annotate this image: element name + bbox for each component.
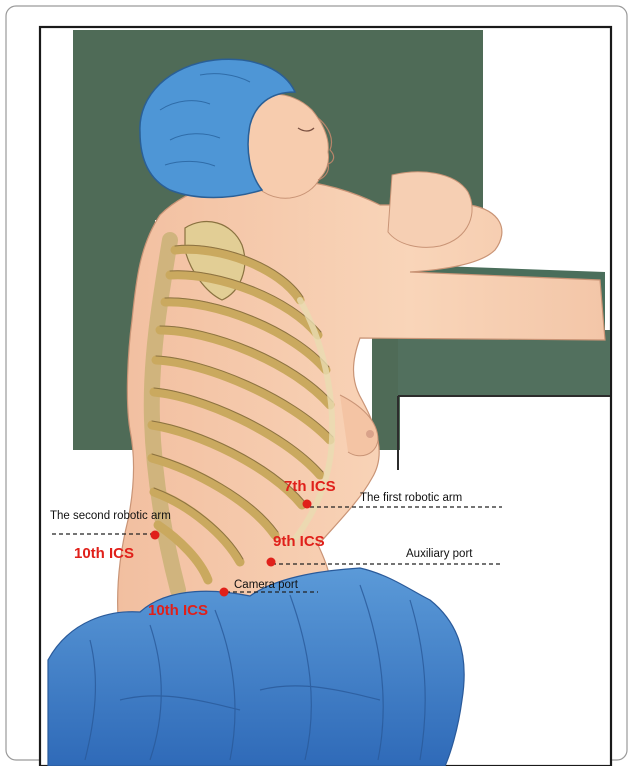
marker-10th-ics-bottom [220, 588, 229, 597]
marker-7th-ics [303, 500, 312, 509]
label-camera-port: Camera port [234, 579, 299, 591]
label-first-robotic-arm: The first robotic arm [360, 492, 462, 504]
label-second-robotic-arm: The second robotic arm [50, 510, 171, 522]
nipple [366, 430, 374, 438]
marker-10th-ics-left [151, 531, 160, 540]
label-auxiliary-port: Auxiliary port [406, 548, 473, 560]
label-7th-ics: 7th ICS [284, 478, 336, 495]
forearm [388, 172, 472, 248]
label-9th-ics: 9th ICS [273, 533, 325, 550]
label-10th-ics-bottom: 10th ICS [148, 602, 208, 619]
marker-9th-ics [267, 558, 276, 567]
label-10th-ics-left: 10th ICS [74, 545, 134, 562]
